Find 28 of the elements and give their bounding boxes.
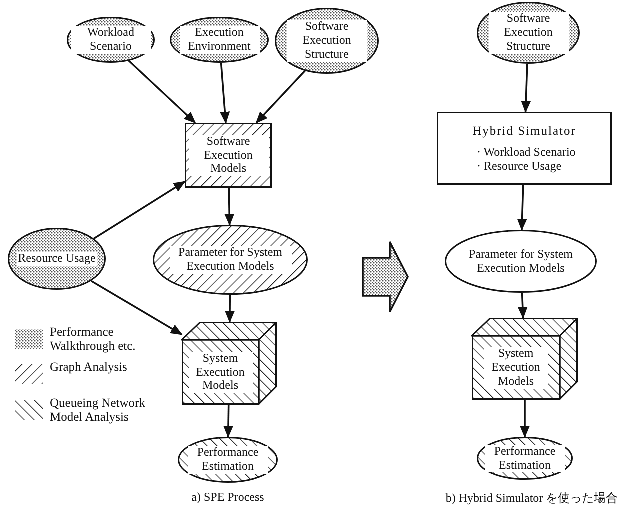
simulator-box: Hybrid Simulator · Workload Scenario · Resource Usage	[437, 112, 612, 185]
legend-text: Performance Walkthrough etc.	[50, 325, 137, 354]
arrow	[224, 404, 234, 438]
input-ellipse: Software Execution Structure	[275, 8, 379, 74]
parameter-ellipse: Parameter for System Execution Models	[153, 225, 308, 295]
arrow	[518, 292, 528, 319]
result-ellipse: Performance Estimation	[178, 437, 278, 483]
parameter-ellipse: Parameter for System Execution Models	[445, 230, 597, 293]
legend-text: Graph Analysis	[50, 360, 128, 374]
input-ellipse: Software Execution Structure	[477, 2, 580, 64]
panel-caption: a) SPE Process	[192, 490, 264, 505]
panel-caption: b) Hybrid Simulator を使った場合	[446, 490, 618, 507]
arrow	[520, 400, 530, 438]
arrow	[224, 188, 235, 226]
input-ellipse: Resource Usage	[8, 228, 106, 290]
arrow	[225, 295, 235, 323]
model-box: Software Execution Models	[185, 123, 272, 188]
arrow	[94, 180, 186, 240]
input-ellipse: Execution Environment	[170, 17, 269, 63]
arrow	[220, 62, 230, 124]
arrow	[517, 184, 528, 231]
input-ellipse: Workload Scenario	[67, 17, 155, 63]
arrow	[90, 280, 183, 336]
arrow	[128, 60, 196, 124]
result-ellipse: Performance Estimation	[477, 437, 573, 480]
arrow	[521, 64, 532, 113]
legend-text: Queueing Network Model Analysis	[50, 396, 146, 425]
arrow	[256, 70, 306, 124]
